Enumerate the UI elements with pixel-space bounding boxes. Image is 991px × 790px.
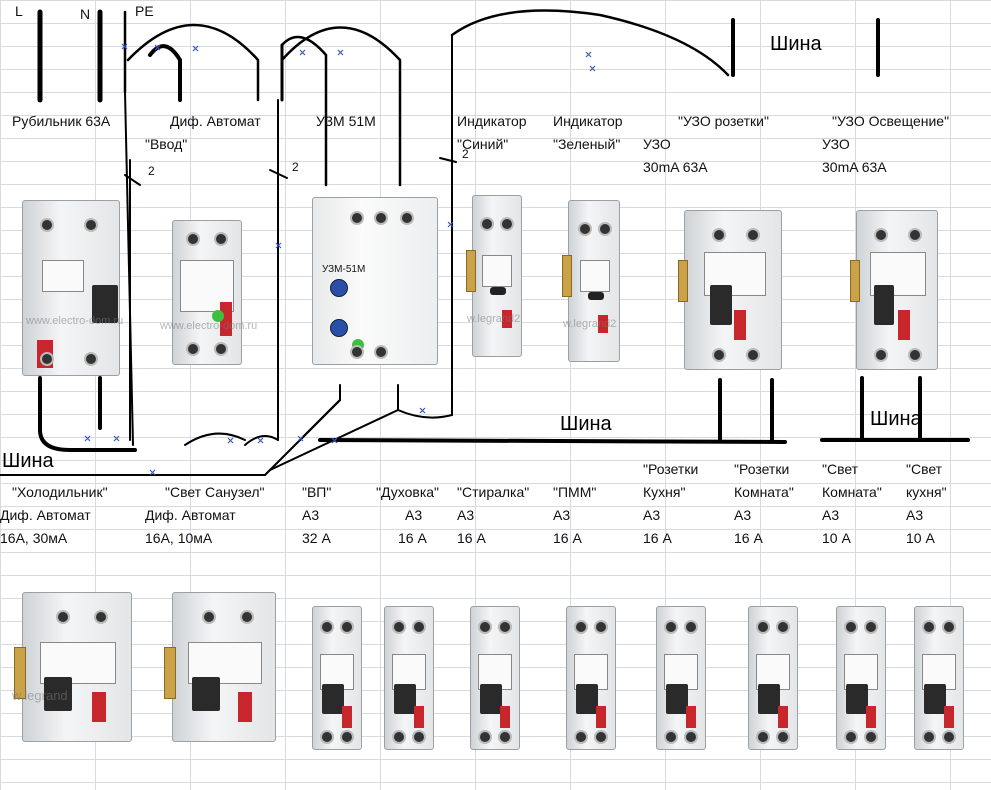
indicator-green-device: w.legrand2 <box>562 200 620 362</box>
uzo-light-device <box>850 210 938 370</box>
breaker-1-rating: 16А, 10мА <box>145 530 213 546</box>
watermark-5: w.legrand <box>12 688 68 703</box>
breaker-9-name-2: кухня" <box>906 484 947 500</box>
breaker-0-type: Диф. Автомат <box>0 507 91 523</box>
breaker-8-device <box>836 606 886 750</box>
breaker-7-rating: 16 А <box>734 530 763 546</box>
label-uzo-sockets-2: УЗО <box>643 136 671 152</box>
middle-bus-line <box>318 438 787 444</box>
breaker-6-name-1: "Розетки <box>643 461 699 477</box>
breaker-7-name-1: "Розетки <box>734 461 790 477</box>
breaker-5-type: А3 <box>553 507 571 523</box>
breaker-7-name-2: Комната" <box>734 484 794 500</box>
wire-count-3: 2 <box>462 147 469 161</box>
indicator-blue-device: w.legrand2 <box>466 195 522 357</box>
watermark-2: www.electro-dom.ru <box>160 320 258 332</box>
breaker-1-device <box>164 592 276 742</box>
breaker-0-name: "Холодильник" <box>12 484 108 500</box>
label-uzo-light-3: 30mA 63A <box>822 159 887 175</box>
breaker-0-device: w.legrand <box>12 592 132 742</box>
arc-rub-dif-2 <box>148 44 182 102</box>
breaker-8-name-2: Комната" <box>822 484 882 500</box>
busbar-top-label: Шина <box>770 33 822 55</box>
breaker-3-rating: 16 А <box>398 530 427 546</box>
breaker-3-device <box>384 606 434 750</box>
arc-dif-uzm-1 <box>280 26 402 187</box>
breaker-4-device <box>470 606 520 750</box>
label-ind-green-1: Индикатор <box>553 113 623 129</box>
uzm-face-label: УЗМ-51М <box>322 264 366 275</box>
label-uzo-sockets-3: 30mA 63A <box>643 159 708 175</box>
wire-count-2: 2 <box>292 160 299 174</box>
breaker-4-type: А3 <box>457 507 475 523</box>
breaker-5-device <box>566 606 616 750</box>
breaker-1-name: "Свет Санузел" <box>165 484 265 500</box>
label-ind-blue-1: Индикатор <box>457 113 527 129</box>
busbar-left-label: Шина <box>2 450 54 472</box>
label-uzm: УЗМ 51М <box>316 113 376 129</box>
breaker-8-type: А3 <box>822 507 840 523</box>
breaker-9-name-1: "Свет <box>906 461 943 477</box>
watermark-1: www.electro-dom.ru <box>26 315 124 327</box>
breaker-9-rating: 10 А <box>906 530 935 546</box>
breaker-7-type: А3 <box>734 507 752 523</box>
rubilnik-device: www.electro-dom.ru <box>22 200 124 376</box>
breaker-8-rating: 10 А <box>822 530 851 546</box>
arc-to-top-bus <box>450 9 730 77</box>
label-rubilnik: Рубильник 63А <box>12 113 111 129</box>
arc-rub-dif-1 <box>126 23 260 102</box>
breaker-6-name-2: Кухня" <box>643 484 686 500</box>
label-pe: PE <box>135 3 154 19</box>
label-l: L <box>15 3 23 19</box>
breaker-2-type: А3 <box>302 507 320 523</box>
breaker-8-name-1: "Свет <box>822 461 859 477</box>
breaker-2-rating: 32 А <box>302 530 331 546</box>
busbar-middle-label: Шина <box>560 413 612 435</box>
breaker-2-name: "ВП" <box>302 484 332 500</box>
label-ind-blue-2: "Синий" <box>457 136 509 152</box>
watermark-4: w.legrand2 <box>563 318 617 330</box>
breaker-7-device <box>748 606 798 750</box>
breaker-3-type: А3 <box>405 507 423 523</box>
breaker-6-rating: 16 А <box>643 530 672 546</box>
dif-avtomat-device: www.electro-dom.ru <box>160 220 257 365</box>
breaker-3-name: "Духовка" <box>376 484 440 500</box>
label-uzo-sockets-1: "УЗО розетки" <box>678 113 769 129</box>
label-n: N <box>80 6 91 22</box>
label-ind-green-2: "Зеленый" <box>553 136 621 152</box>
label-vvod: "Ввод" <box>145 136 188 152</box>
breaker-5-rating: 16 А <box>553 530 582 546</box>
breaker-4-rating: 16 А <box>457 530 486 546</box>
uzo-sockets-device <box>678 210 782 370</box>
label-uzo-light-1: "УЗО Освещение" <box>832 113 950 129</box>
breaker-2-device <box>312 606 362 750</box>
watermark-3: w.legrand2 <box>467 313 521 325</box>
breaker-0-rating: 16А, 30мА <box>0 530 68 546</box>
breaker-5-name: "ПММ" <box>553 484 597 500</box>
busbar-right-label: Шина <box>870 408 922 430</box>
label-dif-avtomat: Диф. Автомат <box>170 113 261 129</box>
breaker-6-device <box>656 606 706 750</box>
arc-dif-uzm-2 <box>280 35 328 187</box>
breaker-1-type: Диф. Автомат <box>145 507 236 523</box>
breaker-9-device <box>914 606 964 750</box>
uzm-device: УЗМ-51М <box>312 197 438 365</box>
label-uzo-light-2: УЗО <box>822 136 850 152</box>
wire-count-1: 2 <box>148 164 155 178</box>
breaker-4-name: "Стиралка" <box>457 484 530 500</box>
breaker-9-type: А3 <box>906 507 924 523</box>
breaker-6-type: А3 <box>643 507 661 523</box>
